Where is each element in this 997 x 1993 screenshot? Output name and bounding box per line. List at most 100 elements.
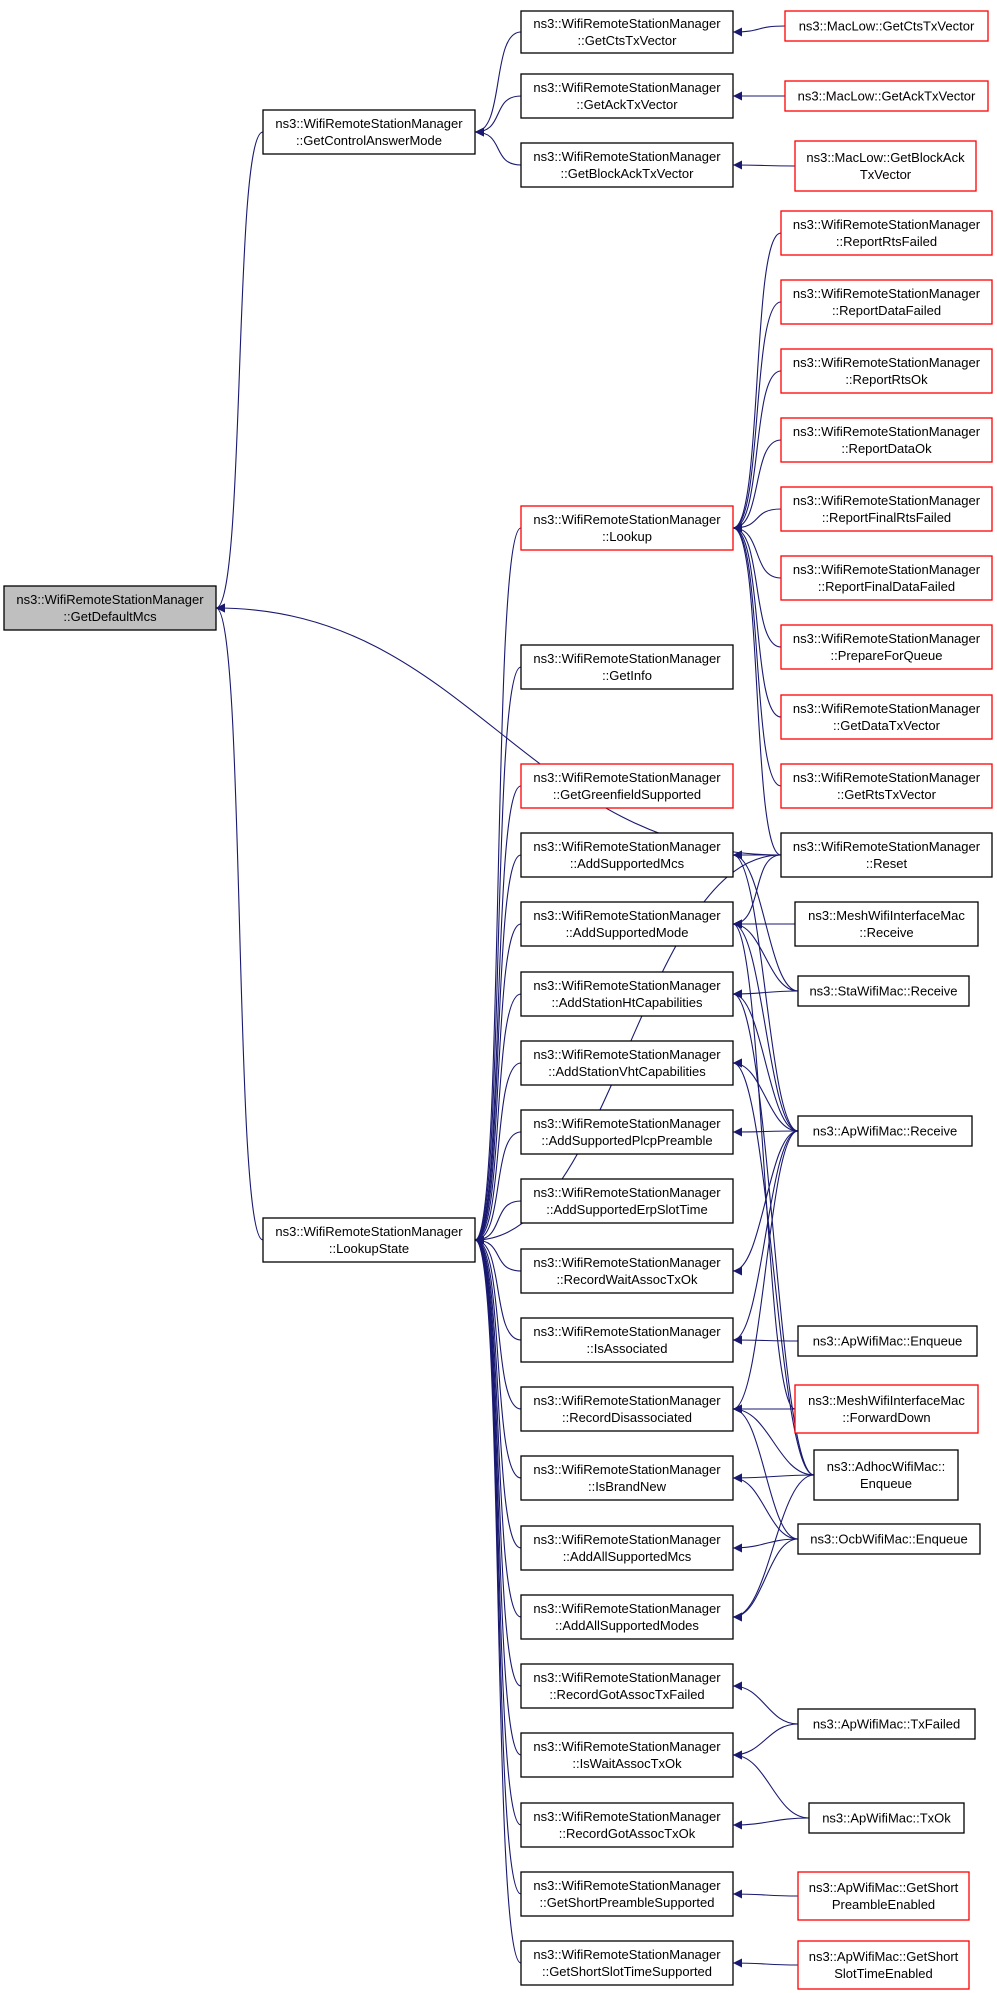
node-getctstxvector[interactable]: ns3::WifiRemoteStationManager::GetCtsTxV… — [520, 10, 734, 54]
node-label-line: ::AddSupportedMcs — [570, 856, 685, 871]
node-reportfinalrtsfailed[interactable]: ns3::WifiRemoteStationManager::ReportFin… — [780, 486, 993, 532]
edge-stawifimac-receive-to-addsupportedmcs — [732, 850, 799, 992]
node-label-line: ::ReportRtsFailed — [836, 234, 937, 249]
node-box — [262, 109, 476, 155]
node-box — [813, 1449, 959, 1501]
edge-getacktxvector-to-getcontrolanswermode — [474, 95, 522, 137]
node-ocbwifimac-enqueue[interactable]: ns3::OcbWifiMac::Enqueue — [797, 1523, 981, 1555]
node-box — [520, 901, 734, 947]
node-label-line: ns3::WifiRemoteStationManager — [533, 1670, 721, 1685]
node-label-line: ns3::WifiRemoteStationManager — [533, 80, 721, 95]
node-reportfinaldatafailed[interactable]: ns3::WifiRemoteStationManager::ReportFin… — [780, 555, 993, 601]
node-stawifimac-receive[interactable]: ns3::StaWifiMac::Receive — [797, 975, 970, 1007]
node-label-line: ns3::WifiRemoteStationManager — [793, 355, 981, 370]
node-label-line: ns3::MeshWifiInterfaceMac — [808, 1393, 965, 1408]
node-apwifimac-enqueue[interactable]: ns3::ApWifiMac::Enqueue — [797, 1325, 978, 1357]
node-label-line: ::GetAckTxVector — [576, 97, 678, 112]
node-reportrtsfailed[interactable]: ns3::WifiRemoteStationManager::ReportRts… — [780, 210, 993, 256]
node-label-line: ns3::WifiRemoteStationManager — [793, 770, 981, 785]
node-box — [794, 901, 979, 947]
node-getshortslottimesupported[interactable]: ns3::WifiRemoteStationManager::GetShortS… — [520, 1940, 734, 1986]
edge-apwifimac-receive-to-addstationhtcapabilities — [732, 989, 799, 1132]
node-label-line: ::ReportFinalDataFailed — [818, 579, 955, 594]
edge-apwifimac-receive-to-addsupportedmcs — [732, 850, 799, 1132]
edge-getblockacktxvector-to-getcontrolanswermode — [474, 127, 522, 166]
node-getgreenfieldsupported[interactable]: ns3::WifiRemoteStationManager::GetGreenf… — [520, 763, 734, 809]
node-box — [780, 417, 993, 463]
edge-stawifimac-receive-to-addsupportedmode — [732, 919, 799, 992]
node-label-line: ::AddSupportedPlcpPreamble — [541, 1133, 712, 1148]
node-isbrandnew[interactable]: ns3::WifiRemoteStationManager::IsBrandNe… — [520, 1455, 734, 1501]
node-reportdatafailed[interactable]: ns3::WifiRemoteStationManager::ReportDat… — [780, 279, 993, 325]
node-label-line: ns3::ApWifiMac::GetShort — [809, 1949, 959, 1964]
node-recordwaitassoctxok[interactable]: ns3::WifiRemoteStationManager::RecordWai… — [520, 1248, 734, 1294]
node-apwifimac-txfailed[interactable]: ns3::ApWifiMac::TxFailed — [797, 1708, 976, 1740]
edge-prepareforqueue-to-lookup — [732, 523, 782, 648]
edge-reportdatafailed-to-lookup — [732, 301, 782, 533]
node-addsupportedmode[interactable]: ns3::WifiRemoteStationManager::AddSuppor… — [520, 901, 734, 947]
node-getinfo[interactable]: ns3::WifiRemoteStationManager::GetInfo — [520, 644, 734, 690]
node-label-line: ns3::WifiRemoteStationManager — [533, 1324, 721, 1339]
node-maclow-blockack[interactable]: ns3::MacLow::GetBlockAckTxVector — [794, 140, 977, 192]
node-addallsupportedmcs[interactable]: ns3::WifiRemoteStationManager::AddAllSup… — [520, 1525, 734, 1571]
node-box — [520, 832, 734, 878]
node-iswaitassoctxok[interactable]: ns3::WifiRemoteStationManager::IsWaitAss… — [520, 1732, 734, 1778]
node-reset[interactable]: ns3::WifiRemoteStationManager::Reset — [780, 832, 993, 878]
edge-ocbwifimac-enqueue-to-isbrandnew — [732, 1473, 799, 1540]
edge-apwifimac-receive-to-recorddisassociated — [732, 1130, 799, 1414]
node-label-line: ns3::WifiRemoteStationManager — [793, 217, 981, 232]
edge-addallsupportedmodes-to-lookupstate — [474, 1235, 522, 1618]
node-getblockacktxvector[interactable]: ns3::WifiRemoteStationManager::GetBlockA… — [520, 142, 734, 188]
node-isassociated[interactable]: ns3::WifiRemoteStationManager::IsAssocia… — [520, 1317, 734, 1363]
node-adhocwifimac-enqueue[interactable]: ns3::AdhocWifiMac::Enqueue — [813, 1449, 959, 1501]
edge-apwifimac-txok-to-recordgotassoctxok — [732, 1817, 810, 1830]
node-box — [520, 644, 734, 690]
node-addallsupportedmodes[interactable]: ns3::WifiRemoteStationManager::AddAllSup… — [520, 1594, 734, 1640]
node-addsupportederpslottime[interactable]: ns3::WifiRemoteStationManager::AddSuppor… — [520, 1178, 734, 1224]
node-box — [780, 348, 993, 394]
node-lookup[interactable]: ns3::WifiRemoteStationManager::Lookup — [520, 505, 734, 551]
node-reportdataok[interactable]: ns3::WifiRemoteStationManager::ReportDat… — [780, 417, 993, 463]
node-box — [808, 1802, 965, 1834]
node-lookupstate[interactable]: ns3::WifiRemoteStationManager::LookupSta… — [262, 1217, 476, 1263]
edge-adhocwifimac-enqueue-to-addstationvhtcapabilities — [732, 1058, 815, 1476]
node-label-line: ns3::WifiRemoteStationManager — [533, 1739, 721, 1754]
node-label-line: ns3::WifiRemoteStationManager — [533, 149, 721, 164]
node-box — [797, 1115, 973, 1147]
node-box — [520, 1109, 734, 1155]
node-meshwifiinterfacemac-receive[interactable]: ns3::MeshWifiInterfaceMac::Receive — [794, 901, 979, 947]
node-maclow-ack[interactable]: ns3::MacLow::GetAckTxVector — [784, 80, 989, 112]
node-prepareforqueue[interactable]: ns3::WifiRemoteStationManager::PrepareFo… — [780, 624, 993, 670]
node-box — [520, 1940, 734, 1986]
edge-iswaitassoctxok-to-lookupstate — [474, 1235, 522, 1756]
node-apwifimac-txok[interactable]: ns3::ApWifiMac::TxOk — [808, 1802, 965, 1834]
node-reportrtsok[interactable]: ns3::WifiRemoteStationManager::ReportRts… — [780, 348, 993, 394]
node-addstationhtcapabilities[interactable]: ns3::WifiRemoteStationManager::AddStatio… — [520, 971, 734, 1017]
node-recorddisassociated[interactable]: ns3::WifiRemoteStationManager::RecordDis… — [520, 1386, 734, 1432]
node-addstationvhtcapabilities[interactable]: ns3::WifiRemoteStationManager::AddStatio… — [520, 1040, 734, 1086]
node-maclow-cts[interactable]: ns3::MacLow::GetCtsTxVector — [784, 10, 989, 42]
node-label-line: ns3::WifiRemoteStationManager — [793, 286, 981, 301]
node-getacktxvector[interactable]: ns3::WifiRemoteStationManager::GetAckTxV… — [520, 73, 734, 119]
node-box — [794, 1384, 979, 1434]
node-meshwifiinterfacemac-forwarddown[interactable]: ns3::MeshWifiInterfaceMac::ForwardDown — [794, 1384, 979, 1434]
edge-ocbwifimac-enqueue-to-addallsupportedmcs — [732, 1538, 799, 1553]
node-label-line: ::AddSupportedErpSlotTime — [546, 1202, 707, 1217]
edge-isbrandnew-to-lookupstate — [474, 1235, 522, 1479]
node-apwifimac-receive[interactable]: ns3::ApWifiMac::Receive — [797, 1115, 973, 1147]
node-getshortpreamblesupported[interactable]: ns3::WifiRemoteStationManager::GetShortP… — [520, 1871, 734, 1917]
node-label-line: ::PrepareForQueue — [830, 648, 942, 663]
node-box — [797, 1940, 970, 1990]
node-label-line: ::ReportFinalRtsFailed — [822, 510, 951, 525]
node-addsupportedplcppreamble[interactable]: ns3::WifiRemoteStationManager::AddSuppor… — [520, 1109, 734, 1155]
edge-addallsupportedmcs-to-lookupstate — [474, 1235, 522, 1549]
node-recordgotassoctxok[interactable]: ns3::WifiRemoteStationManager::RecordGot… — [520, 1802, 734, 1848]
node-getrtstxvector[interactable]: ns3::WifiRemoteStationManager::GetRtsTxV… — [780, 763, 993, 809]
node-box — [784, 80, 989, 112]
node-getcontrolanswermode[interactable]: ns3::WifiRemoteStationManager::GetContro… — [262, 109, 476, 155]
node-recordgotassoctxfailed[interactable]: ns3::WifiRemoteStationManager::RecordGot… — [520, 1663, 734, 1709]
node-getdatatxvector[interactable]: ns3::WifiRemoteStationManager::GetDataTx… — [780, 694, 993, 740]
node-addsupportedmcs[interactable]: ns3::WifiRemoteStationManager::AddSuppor… — [520, 832, 734, 878]
